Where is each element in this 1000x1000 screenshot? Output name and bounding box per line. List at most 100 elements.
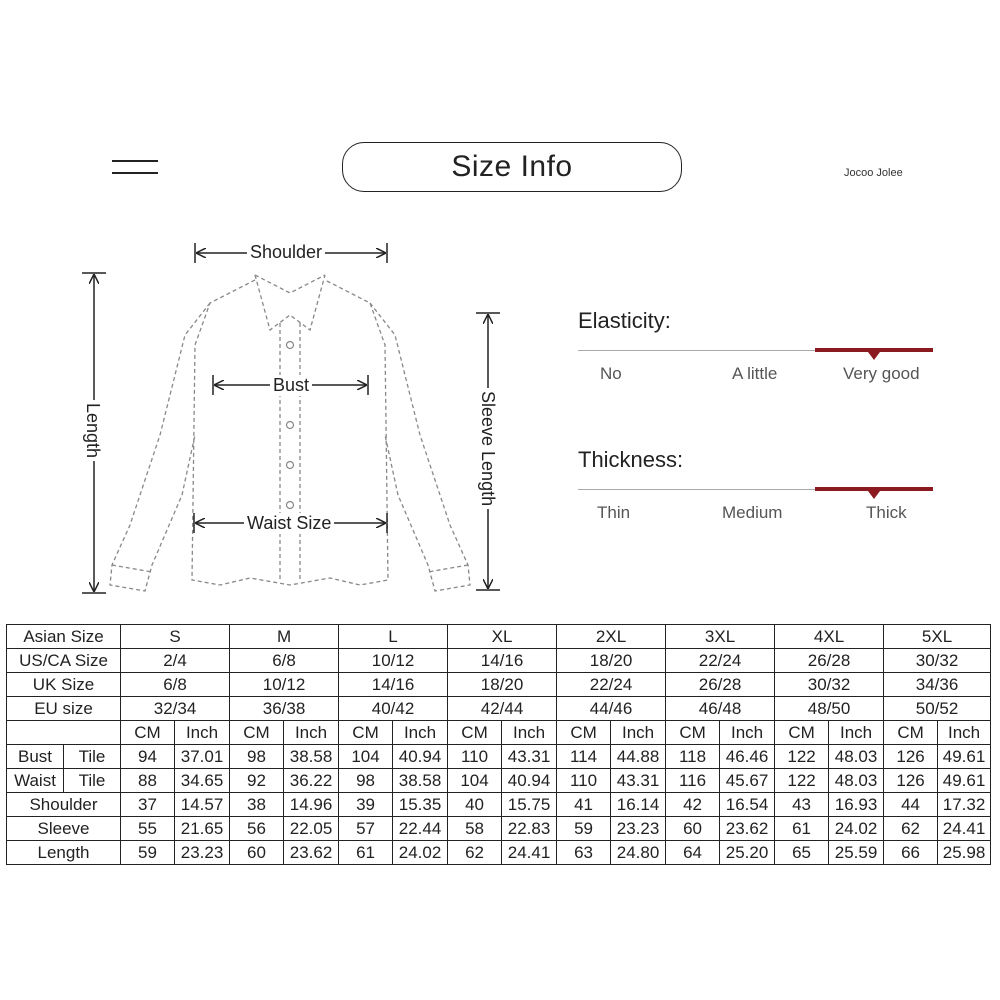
cm-value: 104 bbox=[447, 768, 503, 793]
inch-value: 25.59 bbox=[828, 840, 885, 865]
cm-value: 98 bbox=[338, 768, 394, 793]
thickness-title: Thickness: bbox=[578, 447, 684, 472]
cm-value: 98 bbox=[229, 744, 285, 769]
measure-label: Shoulder bbox=[5, 792, 122, 817]
cm-header: CM bbox=[338, 720, 394, 745]
measure-sublabel: Tile bbox=[62, 744, 122, 769]
row-label: UK Size bbox=[5, 672, 122, 697]
shoulder-label: Shoulder bbox=[247, 242, 326, 263]
inch-value: 48.03 bbox=[828, 768, 885, 793]
inch-value: 16.14 bbox=[610, 792, 667, 817]
inch-value: 23.23 bbox=[610, 816, 667, 841]
inch-value: 22.44 bbox=[392, 816, 449, 841]
inch-value: 23.62 bbox=[283, 840, 340, 865]
inch-value: 16.54 bbox=[719, 792, 776, 817]
size-cell: 14/16 bbox=[338, 672, 449, 697]
cm-header: CM bbox=[447, 720, 503, 745]
inch-value: 46.46 bbox=[719, 744, 776, 769]
row-label: Asian Size bbox=[5, 624, 122, 649]
inch-header: Inch bbox=[283, 720, 340, 745]
inch-value: 17.32 bbox=[937, 792, 992, 817]
inch-value: 14.96 bbox=[283, 792, 340, 817]
size-cell: 14/16 bbox=[447, 648, 558, 673]
inch-value: 24.02 bbox=[828, 816, 885, 841]
inch-value: 15.35 bbox=[392, 792, 449, 817]
elasticity-option-a-little: A little bbox=[732, 364, 778, 383]
cm-value: 64 bbox=[665, 840, 721, 865]
shirt-diagram bbox=[82, 243, 500, 594]
inch-value: 23.62 bbox=[719, 816, 776, 841]
inch-value: 38.58 bbox=[283, 744, 340, 769]
cm-value: 92 bbox=[229, 768, 285, 793]
inch-value: 43.31 bbox=[610, 768, 667, 793]
length-label: Length bbox=[82, 400, 103, 462]
cm-value: 116 bbox=[665, 768, 721, 793]
inch-value: 34.65 bbox=[174, 768, 231, 793]
size-cell: 4XL bbox=[774, 624, 885, 649]
inch-value: 22.05 bbox=[283, 816, 340, 841]
cm-value: 39 bbox=[338, 792, 394, 817]
size-cell: M bbox=[229, 624, 340, 649]
thickness-scale: Thickness: Thin Medium Thick bbox=[578, 447, 933, 527]
cm-value: 59 bbox=[120, 840, 176, 865]
size-cell: 26/28 bbox=[665, 672, 776, 697]
size-cell: 18/20 bbox=[556, 648, 667, 673]
cm-header: CM bbox=[229, 720, 285, 745]
size-cell: 2XL bbox=[556, 624, 667, 649]
cm-value: 94 bbox=[120, 744, 176, 769]
cm-value: 44 bbox=[883, 792, 939, 817]
inch-value: 45.67 bbox=[719, 768, 776, 793]
cm-header: CM bbox=[665, 720, 721, 745]
thickness-marker-icon bbox=[868, 491, 880, 499]
cm-value: 42 bbox=[665, 792, 721, 817]
inch-value: 22.83 bbox=[501, 816, 558, 841]
inch-value: 48.03 bbox=[828, 744, 885, 769]
cm-header: CM bbox=[556, 720, 612, 745]
waist-label: Waist Size bbox=[244, 513, 335, 534]
cm-value: 110 bbox=[447, 744, 503, 769]
bust-label: Bust bbox=[270, 375, 313, 396]
cm-value: 43 bbox=[774, 792, 830, 817]
size-cell: 3XL bbox=[665, 624, 776, 649]
cm-header: CM bbox=[774, 720, 830, 745]
size-cell: 36/38 bbox=[229, 696, 340, 721]
size-cell: 48/50 bbox=[774, 696, 885, 721]
cm-value: 59 bbox=[556, 816, 612, 841]
brand-name: Jocoo Jolee bbox=[844, 167, 903, 179]
cm-value: 55 bbox=[120, 816, 176, 841]
inch-value: 49.61 bbox=[937, 744, 992, 769]
inch-value: 36.22 bbox=[283, 768, 340, 793]
measure-sublabel: Tile bbox=[62, 768, 122, 793]
inch-value: 16.93 bbox=[828, 792, 885, 817]
size-cell: 34/36 bbox=[883, 672, 992, 697]
elasticity-option-very-good: Very good bbox=[843, 364, 920, 383]
thickness-indicator bbox=[578, 487, 933, 499]
inch-header: Inch bbox=[392, 720, 449, 745]
cm-value: 114 bbox=[556, 744, 612, 769]
cm-value: 118 bbox=[665, 744, 721, 769]
elasticity-title: Elasticity: bbox=[578, 308, 671, 333]
cm-value: 58 bbox=[447, 816, 503, 841]
cm-value: 60 bbox=[665, 816, 721, 841]
size-cell: 44/46 bbox=[556, 696, 667, 721]
measure-label: Length bbox=[5, 840, 122, 865]
row-label: EU size bbox=[5, 696, 122, 721]
cm-value: 61 bbox=[774, 816, 830, 841]
size-cell: 10/12 bbox=[229, 672, 340, 697]
size-cell: 46/48 bbox=[665, 696, 776, 721]
inch-header: Inch bbox=[937, 720, 992, 745]
inch-header: Inch bbox=[610, 720, 667, 745]
size-cell: 5XL bbox=[883, 624, 992, 649]
cm-value: 104 bbox=[338, 744, 394, 769]
menu-icon[interactable] bbox=[112, 160, 158, 174]
inch-value: 24.02 bbox=[392, 840, 449, 865]
size-cell: 2/4 bbox=[120, 648, 231, 673]
cm-value: 65 bbox=[774, 840, 830, 865]
inch-header: Inch bbox=[174, 720, 231, 745]
